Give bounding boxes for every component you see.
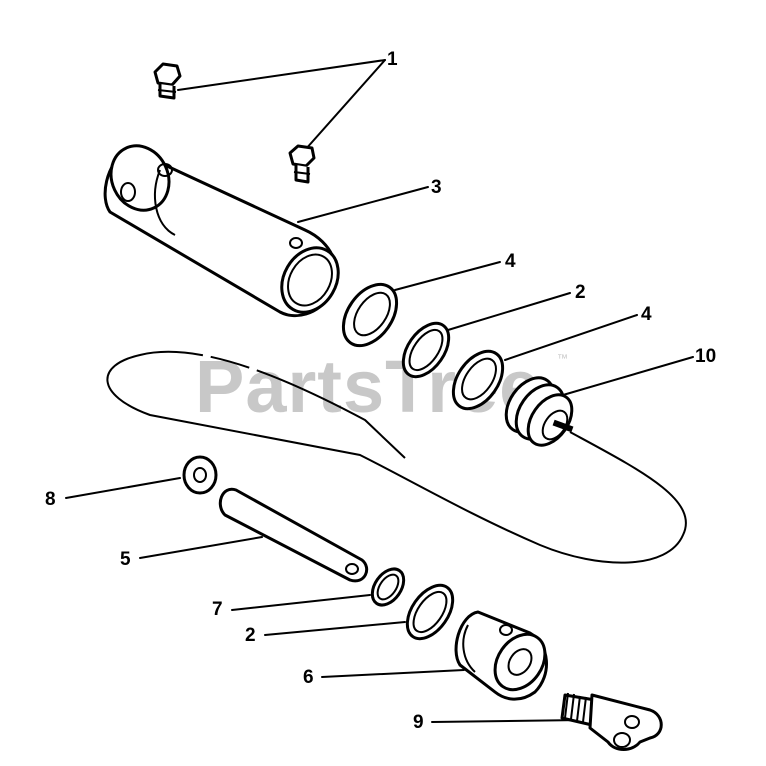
callout-3: 3: [431, 177, 442, 198]
part-2-oring-upper: [401, 321, 451, 379]
part-7-oring-small: [370, 567, 406, 607]
part-8-washer: [182, 455, 218, 495]
part-4-seal-upper: [341, 282, 399, 348]
part-2-oring-lower: [405, 583, 455, 641]
part-1-fitting-top: [153, 62, 182, 100]
callout-4-lower: 4: [641, 304, 652, 325]
watermark-trademark: ™: [557, 353, 568, 365]
callout-labels: 1 3 4 2 4 10 8 5 7 2 6 9: [45, 49, 716, 733]
part-4-seal-lower: [451, 349, 505, 411]
callout-8: 8: [45, 489, 56, 510]
callout-2-upper: 2: [575, 282, 586, 303]
callout-9: 9: [413, 712, 424, 733]
part-3-cylinder-barrel: [103, 144, 340, 318]
part-10-piston: [504, 376, 574, 447]
callout-6: 6: [303, 667, 314, 688]
part-1-fitting-bottom: [288, 144, 316, 184]
part-5-piston-rod: [218, 487, 369, 583]
callout-10: 10: [695, 346, 716, 367]
part-9-clevis: [560, 692, 663, 751]
leader-lines: [65, 59, 694, 723]
callout-7: 7: [212, 599, 223, 620]
callout-4-upper: 4: [505, 251, 516, 272]
kit-outline: [106, 350, 687, 564]
callout-1: 1: [387, 49, 398, 70]
callout-5: 5: [120, 549, 131, 570]
part-6-gland: [454, 610, 548, 701]
callout-2-lower: 2: [245, 625, 256, 646]
